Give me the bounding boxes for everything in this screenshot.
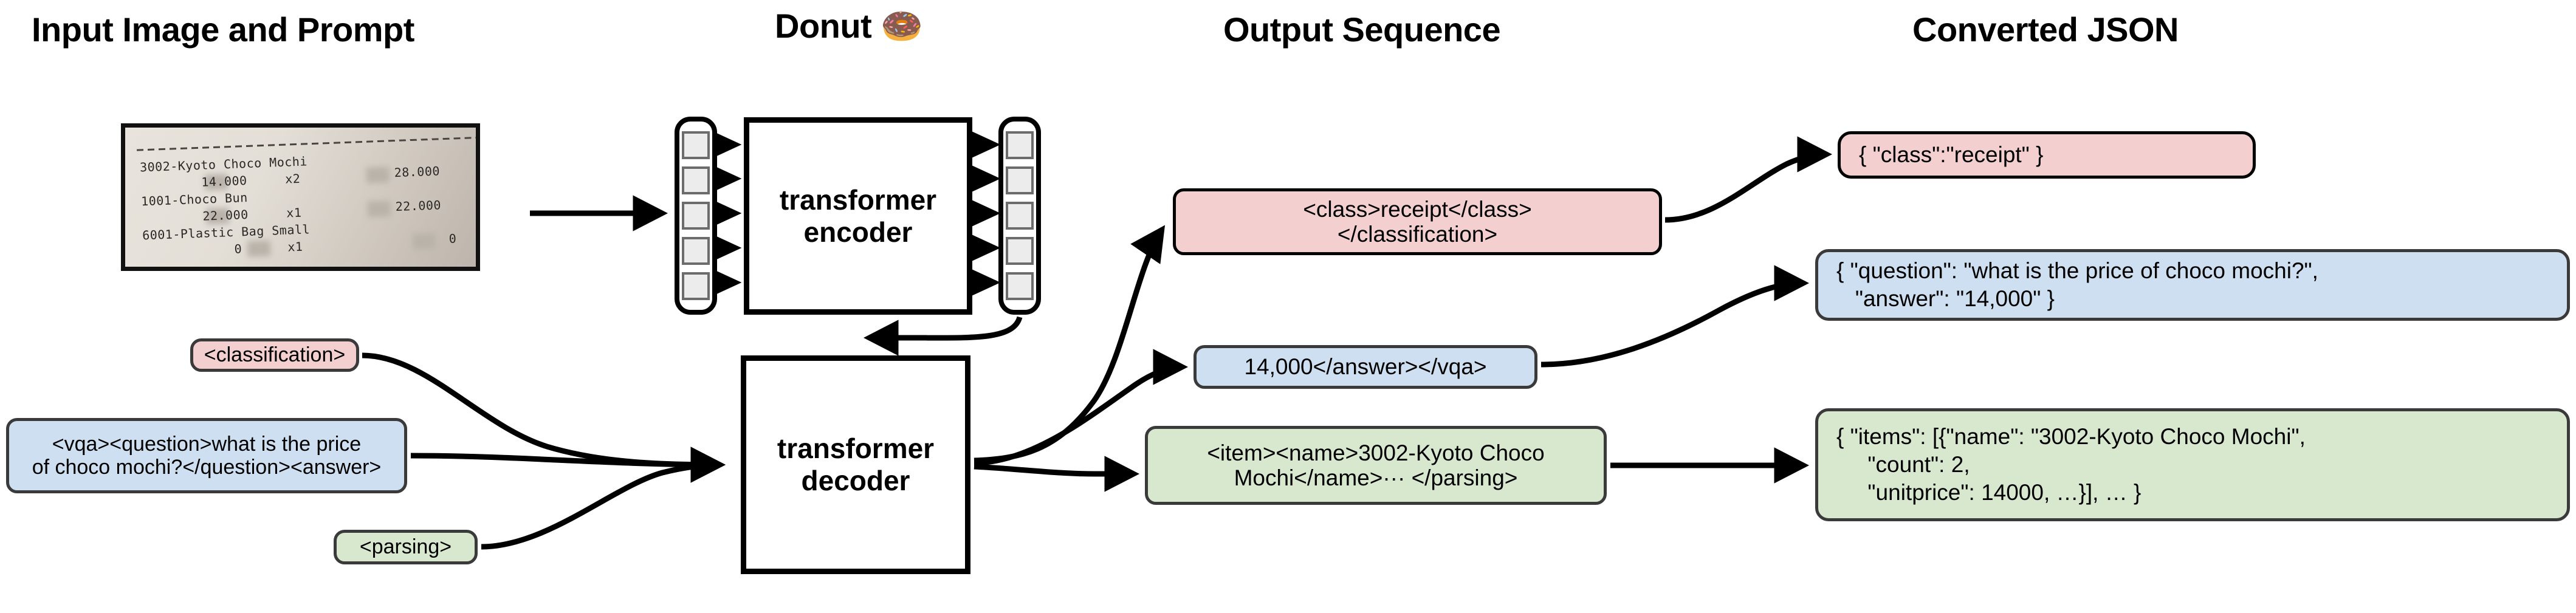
encoder-output-token [1006,272,1034,300]
output-sequence-vqa[interactable]: 14,000</answer></vqa> [1194,345,1537,389]
arrows-tokens-to-encoder [712,131,742,296]
converted-json-parsing[interactable]: { "items": [{"name": "3002-Kyoto Choco M… [1815,408,2570,521]
transformer-encoder-block: transformer encoder [744,117,972,315]
column-header-output: Output Sequence [1223,10,1501,49]
prompt-box-classification[interactable]: <classification> [190,338,359,372]
arrow-vqa-prompt-to-decoder [410,447,726,483]
output-sequence-classification[interactable]: <class>receipt</class> </classification> [1173,188,1662,255]
receipt-redaction-6 [412,233,436,250]
receipt-content: 3002-Kyoto Choco Mochi 14.000 x2 1001-Ch… [125,128,476,267]
receipt-total-3: 0 [448,231,457,246]
arrow-decoder-to-output-parsing [974,456,1139,492]
prompt-box-vqa[interactable]: <vqa><question>what is the price of choc… [6,418,407,493]
receipt-redaction-5 [367,200,391,217]
encoder-output-token [1006,166,1034,194]
receipt-line-3: 1001-Choco Bun [140,190,249,209]
column-header-json: Converted JSON [1912,10,2179,49]
encoder-output-token-strip [998,117,1041,315]
encoder-input-token [682,166,710,194]
encoder-input-token-strip [675,117,717,315]
arrow-output-to-json-vqa [1540,265,1809,368]
converted-json-classification-text: { "class":"receipt" } [1859,142,2044,167]
encoder-output-token [1006,202,1034,230]
encoder-input-token [682,237,710,265]
prompt-box-parsing[interactable]: <parsing> [334,530,478,564]
output-sequence-parsing[interactable]: <item><name>3002-Kyoto Choco Mochi</name… [1145,426,1607,505]
arrow-classification-prompt-to-decoder [362,352,726,483]
encoder-output-token [1006,131,1034,159]
receipt-line-6: 0 x1 [142,239,303,260]
arrow-output-to-json-classification [1664,136,1832,223]
converted-json-classification[interactable]: { "class":"receipt" } [1838,131,2256,179]
input-receipt-image: 3002-Kyoto Choco Mochi 14.000 x2 1001-Ch… [121,123,480,271]
arrows-encoder-to-tokens [971,131,1001,296]
column-header-input: Input Image and Prompt [32,10,414,49]
receipt-total-2: 22.000 [395,197,442,214]
arrow-encoder-to-decoder [864,316,1023,356]
converted-json-vqa-text: { "question": "what is the price of choc… [1836,258,2318,311]
receipt-line-2: 14.000 x2 [140,171,301,192]
encoder-output-token [1006,237,1034,265]
column-header-model: Donut 🍩 [775,7,923,45]
transformer-decoder-block: transformer decoder [741,355,970,574]
receipt-total-1: 28.000 [394,163,441,180]
converted-json-parsing-text: { "items": [{"name": "3002-Kyoto Choco M… [1836,423,2306,505]
encoder-input-token [682,272,710,300]
arrow-parsing-prompt-to-decoder [481,447,726,550]
converted-json-vqa[interactable]: { "question": "what is the price of choc… [1815,249,2570,321]
encoder-input-token [682,202,710,230]
receipt-dashed-rule [137,137,476,151]
receipt-redaction-4 [366,166,390,183]
encoder-input-token [682,131,710,159]
